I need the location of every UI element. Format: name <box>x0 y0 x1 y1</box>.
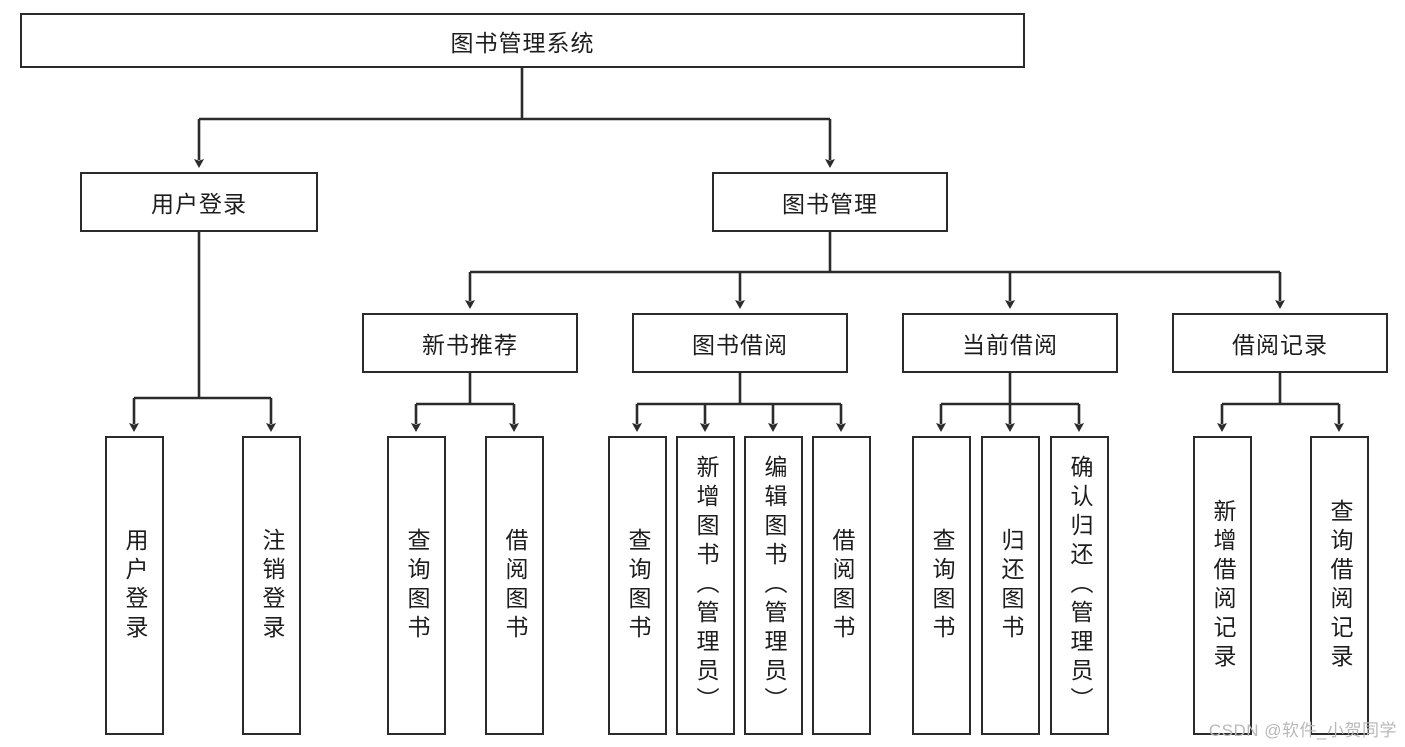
node-label: 确认归还（管理员） <box>1067 455 1093 716</box>
leaf-borrow-search-book[interactable]: 查询图书 <box>608 436 667 735</box>
node-label: 新增借阅记录 <box>1210 498 1236 673</box>
node-user-login[interactable]: 用户登录 <box>80 172 318 232</box>
leaf-current-search-book[interactable]: 查询图书 <box>912 436 971 735</box>
node-label: 新书推荐 <box>422 332 518 358</box>
node-label: 图书管理 <box>782 191 878 217</box>
node-label: 图书管理系统 <box>450 29 595 56</box>
leaf-record-add-record[interactable]: 新增借阅记录 <box>1193 436 1252 735</box>
leaf-record-search-record[interactable]: 查询借阅记录 <box>1310 436 1369 735</box>
node-label: 注销登录 <box>259 527 285 644</box>
leaf-user-login-logout[interactable]: 注销登录 <box>242 436 301 735</box>
node-book-management[interactable]: 图书管理 <box>712 172 948 232</box>
leaf-user-login-login[interactable]: 用户登录 <box>105 436 164 735</box>
node-label: 当前借阅 <box>962 332 1058 358</box>
node-label: 查询借阅记录 <box>1327 498 1353 673</box>
leaf-borrow-add-book-admin[interactable]: 新增图书（管理员） <box>676 436 735 735</box>
leaf-current-return-book[interactable]: 归还图书 <box>981 436 1040 735</box>
node-label: 归还图书 <box>998 527 1024 644</box>
node-label: 借阅记录 <box>1232 332 1328 358</box>
leaf-borrow-borrow-book[interactable]: 借阅图书 <box>812 436 871 735</box>
node-label: 查询图书 <box>625 527 651 644</box>
node-label: 借阅图书 <box>829 527 855 644</box>
leaf-recommend-borrow-book[interactable]: 借阅图书 <box>485 436 544 735</box>
node-label: 编辑图书（管理员） <box>761 455 787 716</box>
node-borrow-record[interactable]: 借阅记录 <box>1172 313 1388 373</box>
watermark-text: CSDN @软件_小贺同学 <box>1208 721 1397 740</box>
node-label: 用户登录 <box>151 191 247 217</box>
leaf-recommend-search-book[interactable]: 查询图书 <box>387 436 446 735</box>
node-label: 查询图书 <box>929 527 955 644</box>
node-label: 图书借阅 <box>692 332 788 358</box>
node-root-book-management-system[interactable]: 图书管理系统 <box>20 13 1025 68</box>
node-label: 新增图书（管理员） <box>693 455 719 716</box>
node-new-book-recommend[interactable]: 新书推荐 <box>362 313 578 373</box>
leaf-current-confirm-return-admin[interactable]: 确认归还（管理员） <box>1050 436 1109 735</box>
node-current-borrow[interactable]: 当前借阅 <box>902 313 1118 373</box>
leaf-borrow-edit-book-admin[interactable]: 编辑图书（管理员） <box>744 436 803 735</box>
node-label: 用户登录 <box>122 527 148 644</box>
node-label: 查询图书 <box>404 527 430 644</box>
node-label: 借阅图书 <box>502 527 528 644</box>
node-book-borrow[interactable]: 图书借阅 <box>632 313 848 373</box>
